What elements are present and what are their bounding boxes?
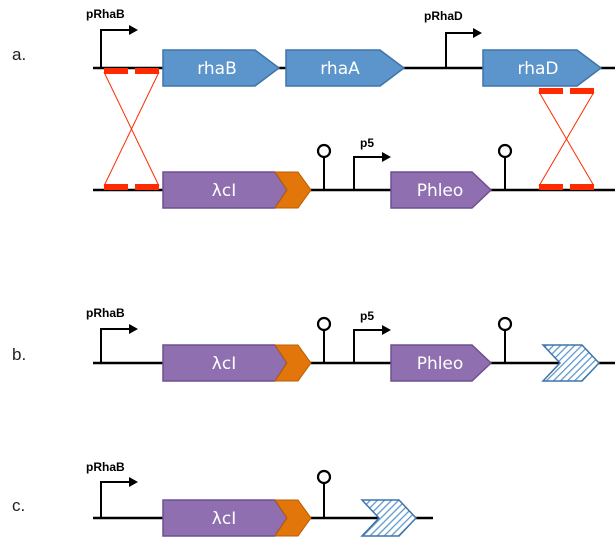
gene-label-rhab: rhaB: [197, 59, 237, 79]
gene-label-phleo-b: Phleo: [417, 354, 464, 374]
promoter-label-p5-b: p5: [360, 309, 374, 323]
promoter-arrowhead-prhad: [473, 28, 482, 38]
promoter-label-prhab-c: pRhaB: [86, 460, 125, 474]
panel-label-a: a.: [12, 45, 26, 64]
terminator-icon-c: [316, 469, 332, 485]
terminator-icon-1-b: [316, 316, 332, 332]
panel-b: b. pRhaB λcI p5 Phleo: [12, 306, 615, 382]
panel-c: c. pRhaB λcI: [12, 460, 433, 537]
gene-phleo-a: [390, 171, 493, 209]
promoter-arrow-prhab-b: [100, 328, 130, 363]
promoter-arrowhead-prhab-c: [129, 477, 138, 487]
gene-label-lambda-ci-c: λcI: [212, 509, 236, 529]
promoter-arrowhead-p5-b: [382, 325, 391, 335]
crossover-left-2: [103, 71, 160, 187]
promoter-label-prhab-a: pRhaB: [86, 7, 125, 21]
terminator-icon-1-a: [316, 143, 332, 159]
gene-label-lambda-ci-b: λcI: [212, 354, 236, 374]
promoter-arrow-p5-a: [353, 156, 383, 190]
gene-label-rhad: rhaD: [518, 59, 559, 79]
tag-chevron-c: [274, 499, 312, 537]
promoter-label-p5-a: p5: [360, 136, 374, 150]
gene-rhab: [162, 49, 281, 87]
terminator-icon-2-a: [497, 143, 513, 159]
promoter-arrowhead-prhab-a: [129, 25, 138, 35]
terminator-icon-2-b: [497, 316, 513, 332]
rhad-remnant-chevron-c: [360, 499, 418, 537]
panel-label-b: b.: [12, 345, 26, 364]
promoter-arrow-prhab-c: [100, 481, 130, 518]
promoter-arrow-prhab-a: [100, 29, 130, 68]
promoter-arrow-prhad: [445, 32, 474, 68]
tag-chevron-b: [274, 344, 312, 382]
gene-rhad: [482, 49, 603, 87]
promoter-arrowhead-p5-a: [382, 152, 391, 162]
promoter-arrow-p5-b: [353, 329, 383, 363]
promoter-label-prhab-b: pRhaB: [86, 306, 125, 320]
gene-label-rhaa: rhaA: [320, 59, 360, 79]
gene-phleo-b: [390, 344, 493, 382]
gene-label-phleo-a: Phleo: [417, 181, 464, 201]
tag-chevron-a: [274, 171, 312, 209]
panel-label-c: c.: [12, 496, 25, 515]
gene-label-lambda-ci-a: λcI: [212, 181, 236, 201]
gene-rhaa: [285, 49, 406, 87]
panel-a: a. pRhaB pRhaD rhaB rhaA rhaD: [12, 7, 615, 209]
rhad-remnant-chevron-b: [541, 344, 601, 382]
promoter-label-prhad: pRhaD: [424, 9, 463, 23]
promoter-arrowhead-prhab-b: [129, 324, 138, 334]
crossover-right-2: [538, 91, 595, 187]
